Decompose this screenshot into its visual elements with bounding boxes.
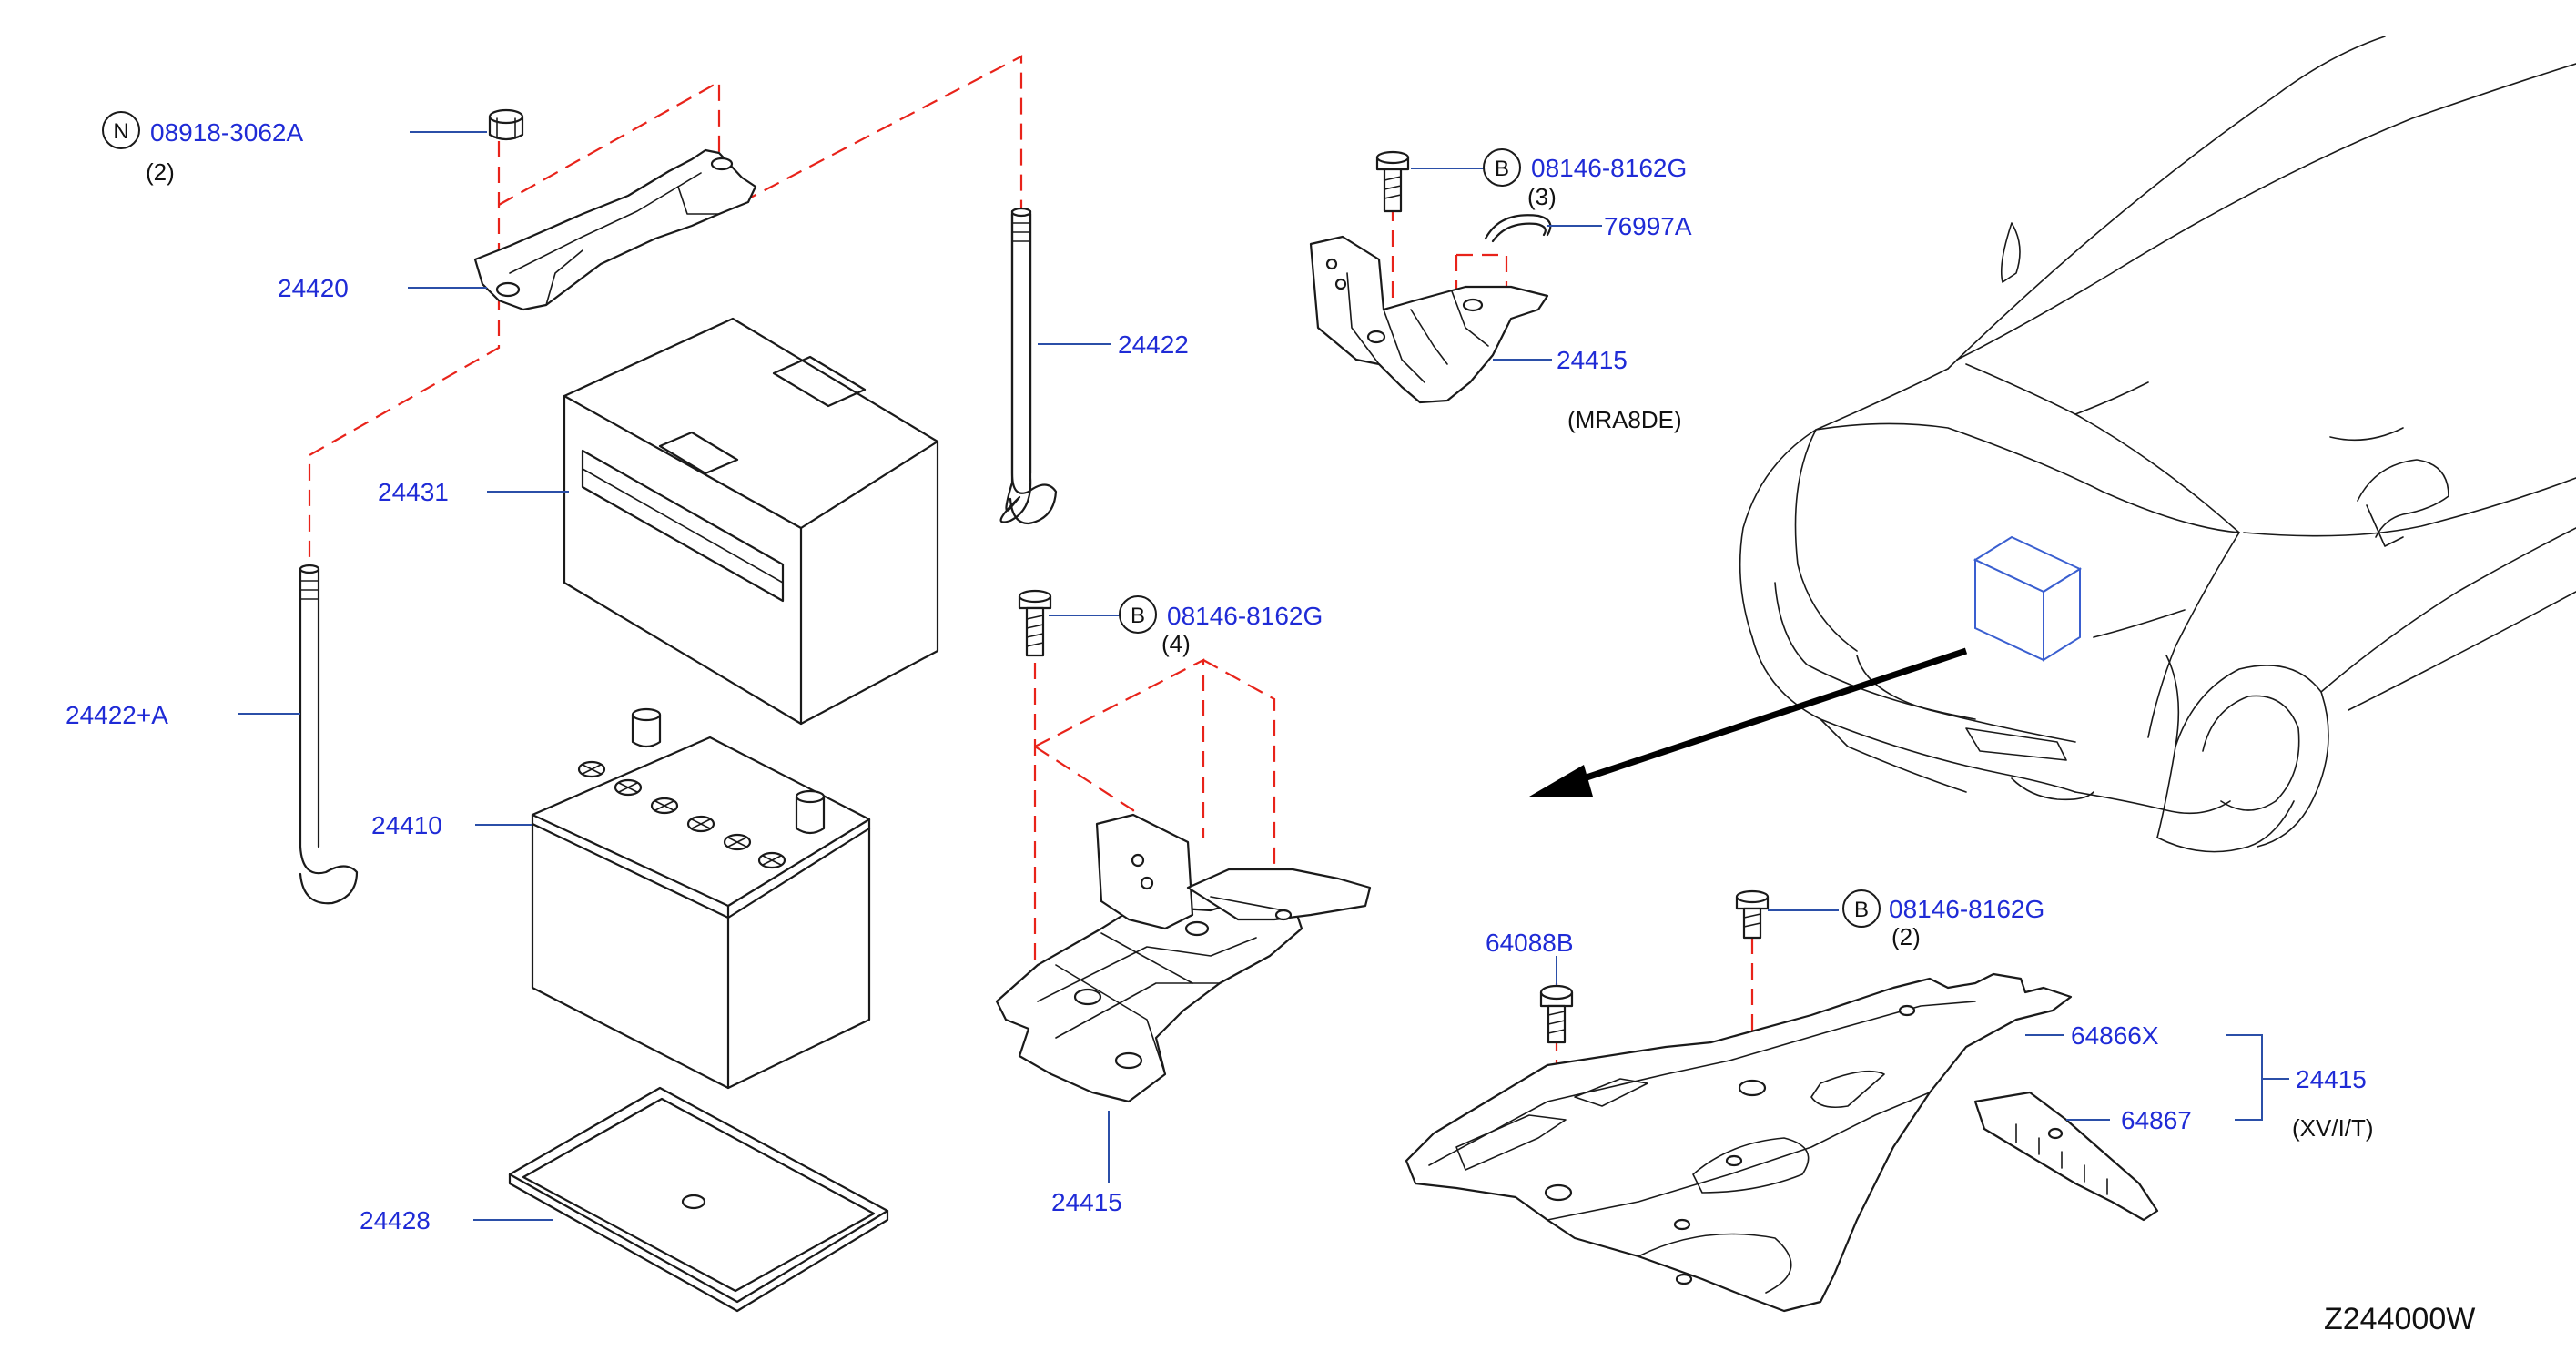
battery-terminals [631,707,826,835]
badge-B-mid: B [1119,595,1157,634]
label-64867: 64867 [2121,1106,2192,1134]
battery-tray-24428 [508,1086,889,1313]
part-labels: 08918-3062A (2) 24420 24422 24431 24422+… [66,118,2475,1336]
label-xvit-note: (XV/I/T) [2292,1114,2374,1142]
plate-64867 [1973,1091,2159,1222]
clip-76997A [1484,214,1552,243]
label-nut-qty: (2) [146,158,175,186]
label-76997A: 76997A [1604,212,1692,240]
leader-lines [238,131,2289,1221]
svg-text:B: B [1495,157,1509,181]
label-08146-8162G-mid: 08146-8162G [1167,602,1323,630]
label-mra8de-note: (MRA8DE) [1567,406,1682,433]
bolt-08146-8162G-mid [1018,589,1052,657]
location-arrow-icon [1529,647,1968,797]
badge-N: N [102,111,140,149]
svg-text:B: B [1854,898,1869,922]
battery-bracket-24415-small [1309,235,1549,404]
bolt-08146-8162G-top [1375,150,1410,213]
label-24420: 24420 [278,274,349,302]
car-outline [1739,36,2576,853]
diagram-code: Z244000W [2324,1302,2475,1336]
label-bolt-top-qty: (3) [1527,183,1557,210]
hold-down-bracket-24420 [473,148,757,311]
label-24415-small: 24415 [1557,346,1628,374]
nut-08918-3062A [488,108,524,141]
rod-24422-A [299,564,359,905]
label-08146-8162G-low: 08146-8162G [1889,895,2044,923]
label-24422: 24422 [1118,330,1189,359]
label-24415-mid: 24415 [1051,1188,1122,1216]
label-24431: 24431 [378,478,449,506]
battery-bracket-24415-mid [995,813,1372,1103]
label-24415-assy: 24415 [2296,1065,2367,1093]
bolt-64088B [1539,984,1574,1044]
badge-B-top: B [1483,148,1521,187]
svg-text:B: B [1131,604,1145,628]
label-24428: 24428 [360,1206,431,1234]
label-bolt-low-qty: (2) [1891,923,1921,950]
battery-caps [577,760,786,869]
label-24422-A: 24422+A [66,701,168,729]
battery-24410 [531,707,871,1090]
lower-tray-64866X [1405,972,2073,1313]
label-24410: 24410 [371,811,442,839]
battery-cover-24431 [563,317,939,726]
bolt-08146-8162G-low [1735,889,1770,940]
label-bolt-mid-qty: (4) [1161,630,1191,657]
badge-B-low: B [1842,889,1881,928]
label-64088B: 64088B [1486,929,1574,957]
location-cube-icon [1973,535,2083,662]
label-08918-3062A: 08918-3062A [150,118,303,147]
rod-24422 [999,207,1058,525]
label-64866X: 64866X [2071,1021,2159,1050]
svg-text:N: N [113,119,128,144]
label-08146-8162G-top: 08146-8162G [1531,154,1687,182]
